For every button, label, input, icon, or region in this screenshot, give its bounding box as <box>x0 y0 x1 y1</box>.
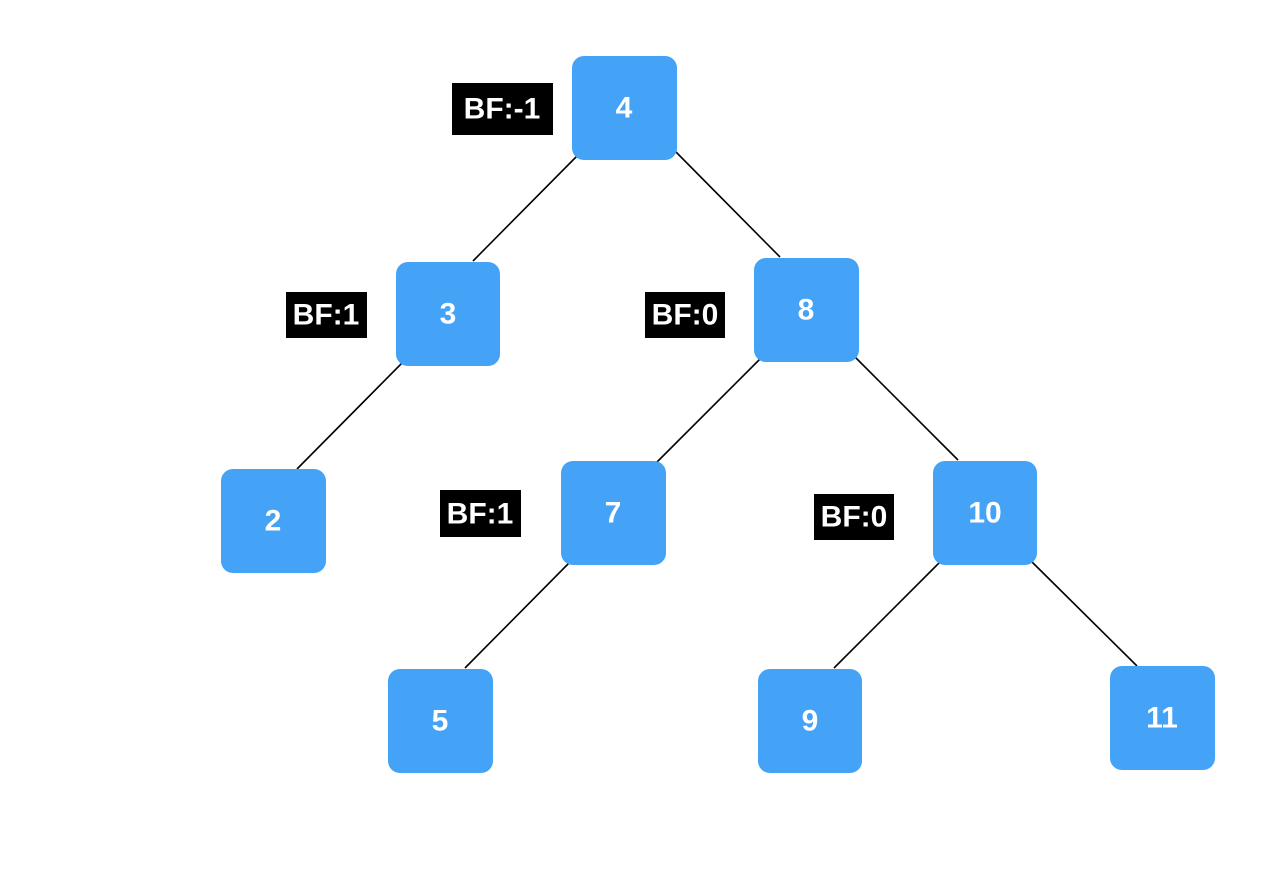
node-box <box>396 262 500 366</box>
balance-label-box <box>814 494 894 540</box>
edge-3-2 <box>296 361 404 470</box>
tree-node-10: 10 <box>933 461 1037 565</box>
node-box <box>561 461 666 565</box>
edge-8-7 <box>656 356 763 463</box>
tree-node-8: 8 <box>754 258 859 362</box>
node-box <box>388 669 493 773</box>
balance-label-box <box>286 292 367 338</box>
tree-edges <box>296 150 1138 669</box>
node-value: 8 <box>798 294 815 327</box>
edge-4-3 <box>472 155 578 262</box>
balance-label-8: BF:0 <box>645 292 725 338</box>
balance-label-text: BF:-1 <box>464 93 541 126</box>
node-box <box>572 56 677 160</box>
node-value: 3 <box>440 298 457 331</box>
balance-label-7: BF:1 <box>440 490 521 537</box>
edge-7-5 <box>464 562 570 669</box>
balance-label-box <box>645 292 725 338</box>
node-box <box>933 461 1037 565</box>
balance-label-text: BF:0 <box>821 501 888 534</box>
tree-node-11: 11 <box>1110 666 1215 770</box>
node-box <box>221 469 326 573</box>
node-value: 4 <box>616 92 633 125</box>
edge-10-11 <box>1030 560 1138 667</box>
node-box <box>1110 666 1215 770</box>
node-value: 2 <box>265 505 282 538</box>
node-value: 9 <box>802 705 819 738</box>
edge-8-10 <box>852 354 959 461</box>
tree-node-3: 3 <box>396 262 500 366</box>
balance-label-10: BF:0 <box>814 494 894 540</box>
balance-label-3: BF:1 <box>286 292 367 338</box>
node-value: 11 <box>1146 702 1178 735</box>
node-box <box>758 669 862 773</box>
node-box <box>754 258 859 362</box>
node-value: 10 <box>968 497 1001 530</box>
balance-label-box <box>440 490 521 537</box>
balance-label-text: BF:1 <box>293 299 360 332</box>
tree-node-4: 4 <box>572 56 677 160</box>
node-value: 5 <box>432 705 449 738</box>
balance-label-4: BF:-1 <box>452 83 553 135</box>
tree-node-9: 9 <box>758 669 862 773</box>
tree-node-2: 2 <box>221 469 326 573</box>
edge-4-8 <box>674 150 781 258</box>
balance-label-text: BF:1 <box>447 498 514 531</box>
balance-label-box <box>452 83 553 135</box>
balance-label-text: BF:0 <box>652 299 719 332</box>
node-value: 7 <box>605 497 622 530</box>
tree-node-5: 5 <box>388 669 493 773</box>
tree-node-7: 7 <box>561 461 666 565</box>
edge-10-9 <box>833 562 940 669</box>
